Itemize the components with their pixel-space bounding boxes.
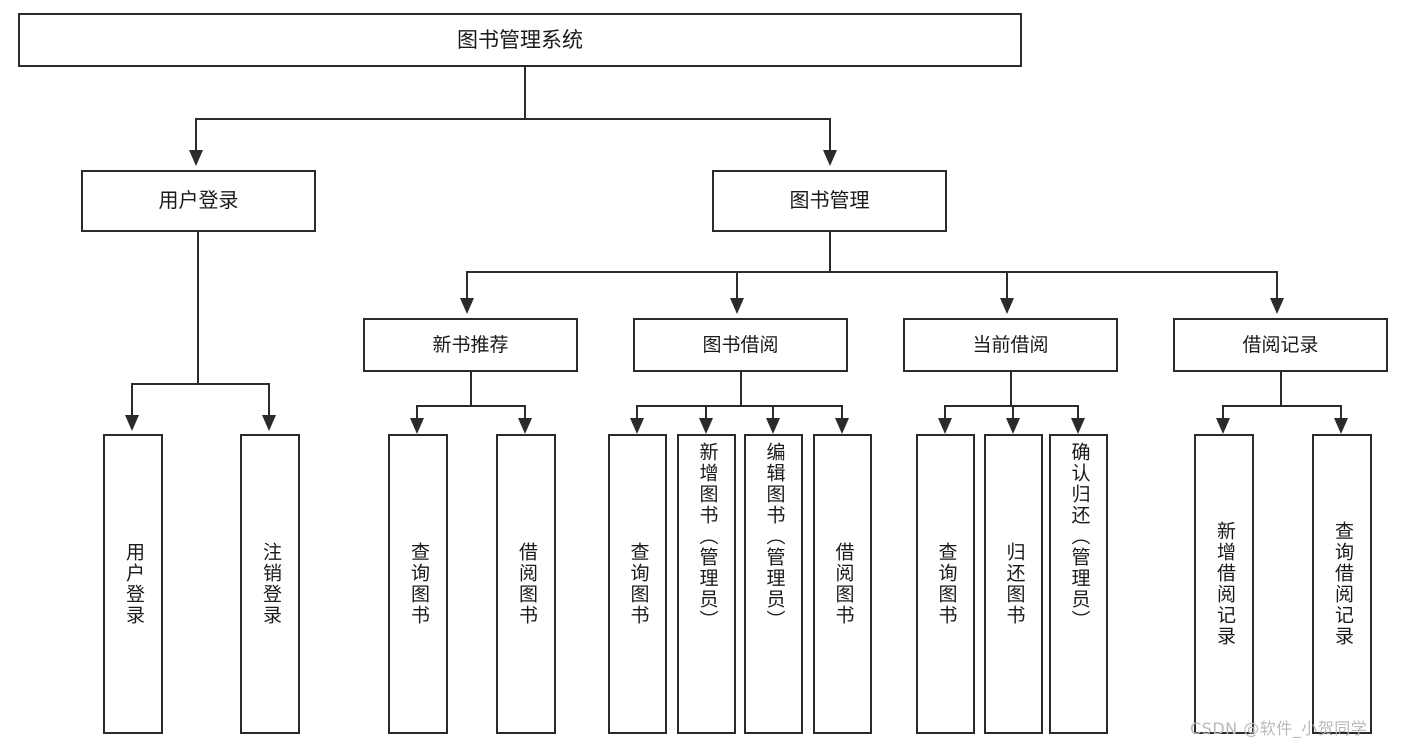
arrow-br-leaf-2 [1334, 418, 1348, 434]
edge-root-bus [195, 118, 831, 120]
arrow-to-new-book-recommend [460, 298, 474, 314]
arrow-nb-leaf-1 [410, 418, 424, 434]
leaf-query-book-recommend[interactable]: 查询图书 [388, 434, 448, 734]
leaf-label: 查询借阅记录 [1331, 521, 1354, 647]
node-label: 图书管理 [789, 188, 870, 213]
edge-borrow-record-bus [1222, 405, 1342, 407]
leaf-label: 归还图书 [1003, 542, 1026, 626]
arrow-to-book-manage [823, 150, 837, 166]
leaf-label: 查询图书 [627, 542, 650, 626]
node-book-management[interactable]: 图书管理 [712, 170, 947, 232]
node-root-system[interactable]: 图书管理系统 [18, 13, 1022, 67]
edge-root-to-user-login [195, 118, 197, 150]
leaf-query-book-current[interactable]: 查询图书 [916, 434, 975, 734]
edge-cb-drop-3 [1077, 405, 1079, 419]
edge-user-login-drop-2 [268, 383, 270, 415]
edge-current-borrow-bus [944, 405, 1078, 407]
leaf-label: 用户登录 [122, 542, 145, 626]
edge-current-borrow-stem [1010, 372, 1012, 406]
node-user-login[interactable]: 用户登录 [81, 170, 316, 232]
edge-drop-book-borrow [736, 271, 738, 298]
edge-cb-drop-2 [1012, 405, 1014, 419]
arrow-cb-leaf-2 [1006, 418, 1020, 434]
node-book-borrow[interactable]: 图书借阅 [633, 318, 848, 372]
edge-borrow-record-stem [1280, 372, 1282, 406]
leaf-add-borrow-record[interactable]: 新增借阅记录 [1194, 434, 1254, 734]
edge-book-borrow-stem [740, 372, 742, 406]
leaf-label: 编辑图书（管理员） [763, 442, 786, 631]
leaf-confirm-return-admin[interactable]: 确认归还（管理员） [1049, 434, 1108, 734]
arrow-bb-leaf-4 [835, 418, 849, 434]
edge-root-to-book-manage [829, 118, 831, 150]
edge-root-stem [524, 67, 526, 119]
arrow-bb-leaf-1 [630, 418, 644, 434]
node-label: 新书推荐 [432, 333, 509, 356]
arrow-cb-leaf-1 [938, 418, 952, 434]
node-label: 图书借阅 [702, 333, 779, 356]
arrow-bb-leaf-2 [699, 418, 713, 434]
leaf-label: 借阅图书 [515, 542, 538, 626]
leaf-borrow-book-recommend[interactable]: 借阅图书 [496, 434, 556, 734]
edge-new-book-drop-2 [524, 405, 526, 419]
edge-user-login-bus [131, 383, 270, 385]
node-borrow-record[interactable]: 借阅记录 [1173, 318, 1388, 372]
leaf-user-login[interactable]: 用户登录 [103, 434, 163, 734]
edge-br-drop-1 [1222, 405, 1224, 419]
edge-drop-new-book [466, 271, 468, 298]
leaf-label: 确认归还（管理员） [1068, 442, 1091, 631]
arrow-to-user-login [189, 150, 203, 166]
arrow-to-leaf-user-login [125, 415, 139, 431]
node-label: 用户登录 [158, 188, 239, 213]
edge-bb-drop-2 [705, 405, 707, 419]
leaf-return-book[interactable]: 归还图书 [984, 434, 1043, 734]
node-new-book-recommend[interactable]: 新书推荐 [363, 318, 578, 372]
node-label: 当前借阅 [972, 333, 1049, 356]
leaf-logout[interactable]: 注销登录 [240, 434, 300, 734]
edge-cb-drop-1 [944, 405, 946, 419]
arrow-cb-leaf-3 [1071, 418, 1085, 434]
leaf-label: 查询图书 [407, 542, 430, 626]
leaf-label: 查询图书 [935, 542, 958, 626]
edge-new-book-bus [416, 405, 526, 407]
leaf-query-book-borrow[interactable]: 查询图书 [608, 434, 667, 734]
arrow-to-current-borrow [1000, 298, 1014, 314]
arrow-to-leaf-logout [262, 415, 276, 431]
leaf-label: 借阅图书 [832, 542, 855, 626]
arrow-bb-leaf-3 [766, 418, 780, 434]
arrow-br-leaf-1 [1216, 418, 1230, 434]
edge-bb-drop-4 [841, 405, 843, 419]
arrow-to-borrow-record [1270, 298, 1284, 314]
edge-drop-current-borrow [1006, 271, 1008, 298]
node-label: 借阅记录 [1242, 333, 1319, 356]
leaf-add-book-admin[interactable]: 新增图书（管理员） [677, 434, 736, 734]
leaf-edit-book-admin[interactable]: 编辑图书（管理员） [744, 434, 803, 734]
edge-user-login-drop-1 [131, 383, 133, 415]
edge-user-login-stem [197, 232, 199, 384]
edge-drop-borrow-record [1276, 271, 1278, 298]
edge-bb-drop-1 [636, 405, 638, 419]
leaf-borrow-book[interactable]: 借阅图书 [813, 434, 872, 734]
leaf-label: 新增借阅记录 [1213, 521, 1236, 647]
arrow-to-book-borrow [730, 298, 744, 314]
leaf-label: 注销登录 [259, 542, 282, 626]
node-label: 图书管理系统 [457, 27, 583, 52]
edge-new-book-drop-1 [416, 405, 418, 419]
edge-level2-bus [466, 271, 1278, 273]
edge-book-manage-stem [829, 232, 831, 272]
edge-bb-drop-3 [772, 405, 774, 419]
leaf-label: 新增图书（管理员） [696, 442, 719, 631]
edge-br-drop-2 [1340, 405, 1342, 419]
node-current-borrow[interactable]: 当前借阅 [903, 318, 1118, 372]
leaf-query-borrow-record[interactable]: 查询借阅记录 [1312, 434, 1372, 734]
arrow-nb-leaf-2 [518, 418, 532, 434]
edge-new-book-stem [470, 372, 472, 406]
edge-book-borrow-bus [636, 405, 843, 407]
